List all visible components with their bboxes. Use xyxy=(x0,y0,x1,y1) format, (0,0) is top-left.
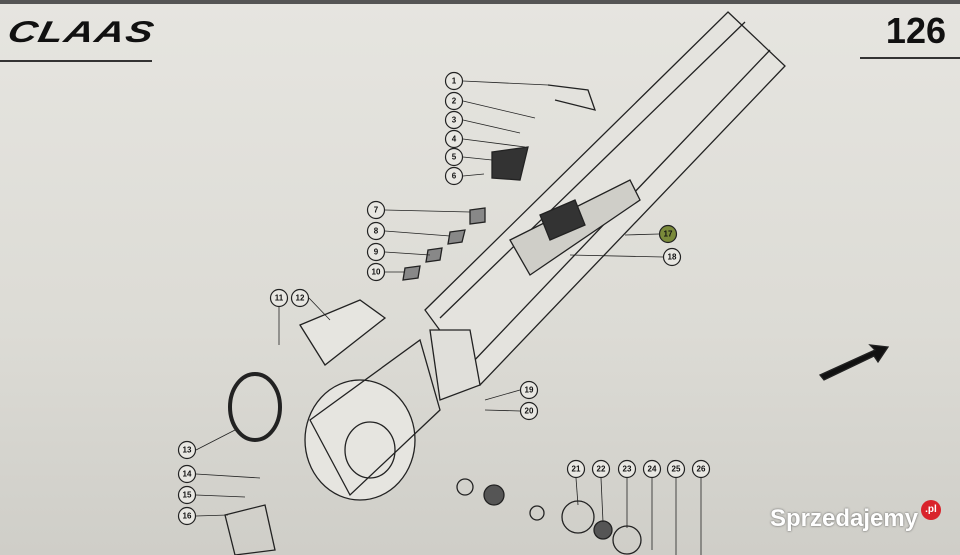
callout-label: 6 xyxy=(452,172,457,181)
callout-1: 1 xyxy=(444,71,464,91)
callout-label: 2 xyxy=(452,97,457,106)
callout-10: 10 xyxy=(366,262,386,282)
callout-circle xyxy=(269,288,289,308)
callout-label: 9 xyxy=(374,248,379,257)
callout-label: 5 xyxy=(452,153,457,162)
callout-circle xyxy=(290,288,310,308)
callout-label: 12 xyxy=(296,294,305,303)
callout-label: 13 xyxy=(183,446,192,455)
callout-label: 1 xyxy=(452,77,457,86)
callout-circle xyxy=(366,200,386,220)
callout-14: 14 xyxy=(177,464,197,484)
callout-9: 9 xyxy=(366,242,386,262)
divider xyxy=(860,57,960,59)
callout-label: 23 xyxy=(623,465,632,474)
callout-circle xyxy=(519,380,539,400)
callout-22: 22 xyxy=(591,459,611,479)
callout-19: 19 xyxy=(519,380,539,400)
watermark-badge: .pl xyxy=(921,500,941,520)
top-border xyxy=(0,0,960,4)
callout-circle xyxy=(444,91,464,111)
callout-13: 13 xyxy=(177,440,197,460)
callout-label: 24 xyxy=(648,465,657,474)
callout-circle xyxy=(658,224,678,244)
callout-circle xyxy=(444,129,464,149)
callout-12: 12 xyxy=(290,288,310,308)
conveyor-housing xyxy=(224,11,890,555)
callout-5: 5 xyxy=(444,147,464,167)
callout-label: 19 xyxy=(525,386,534,395)
callout-circle xyxy=(617,459,637,479)
callout-label: 10 xyxy=(372,268,381,277)
callout-label: 11 xyxy=(275,294,284,303)
callout-18: 18 xyxy=(662,247,682,267)
divider xyxy=(0,60,152,62)
callout-2: 2 xyxy=(444,91,464,111)
callout-21: 21 xyxy=(566,459,586,479)
callout-6: 6 xyxy=(444,166,464,186)
leader-lines xyxy=(195,80,702,555)
direction-arrow-icon xyxy=(818,344,890,381)
callout-4: 4 xyxy=(444,129,464,149)
callout-label: 15 xyxy=(183,491,192,500)
callout-label: 7 xyxy=(374,206,379,215)
callout-circle xyxy=(444,110,464,130)
callout-16: 16 xyxy=(177,506,197,526)
callout-7: 7 xyxy=(366,200,386,220)
callout-circle xyxy=(366,242,386,262)
callout-label: 21 xyxy=(572,465,581,474)
callout-circle xyxy=(177,506,197,526)
callout-label: 17 xyxy=(664,230,673,239)
callout-circle xyxy=(366,262,386,282)
callout-label: 3 xyxy=(452,116,457,125)
callout-label: 18 xyxy=(668,253,677,262)
watermark-text: Sprzedajemy xyxy=(770,505,919,532)
callout-label: 14 xyxy=(183,470,192,479)
callout-label: 20 xyxy=(525,407,534,416)
page-number: 126 xyxy=(885,10,946,51)
callout-3: 3 xyxy=(444,110,464,130)
callout-label: 16 xyxy=(183,512,192,521)
callout-circle xyxy=(177,485,197,505)
callout-circle xyxy=(177,440,197,460)
callout-label: 22 xyxy=(597,465,606,474)
callout-circle xyxy=(444,147,464,167)
callout-label: 4 xyxy=(452,135,457,144)
callout-circle xyxy=(444,166,464,186)
callout-label: 26 xyxy=(697,465,706,474)
callout-11: 11 xyxy=(269,288,289,308)
callout-8: 8 xyxy=(366,221,386,241)
callout-24: 24 xyxy=(642,459,662,479)
callout-26: 26 xyxy=(691,459,711,479)
callout-25: 25 xyxy=(666,459,686,479)
callout-circle xyxy=(519,401,539,421)
callout-circle xyxy=(177,464,197,484)
callout-17: 17 xyxy=(658,224,678,244)
callout-15: 15 xyxy=(177,485,197,505)
callout-20: 20 xyxy=(519,401,539,421)
callout-circle xyxy=(566,459,586,479)
callout-circle xyxy=(662,247,682,267)
callout-circle xyxy=(366,221,386,241)
callout-circle xyxy=(444,71,464,91)
callout-label: 8 xyxy=(374,227,379,236)
callout-circle xyxy=(666,459,686,479)
callout-circle xyxy=(691,459,711,479)
callout-label: 25 xyxy=(672,465,681,474)
callout-circle xyxy=(591,459,611,479)
callout-23: 23 xyxy=(617,459,637,479)
callout-circle xyxy=(642,459,662,479)
